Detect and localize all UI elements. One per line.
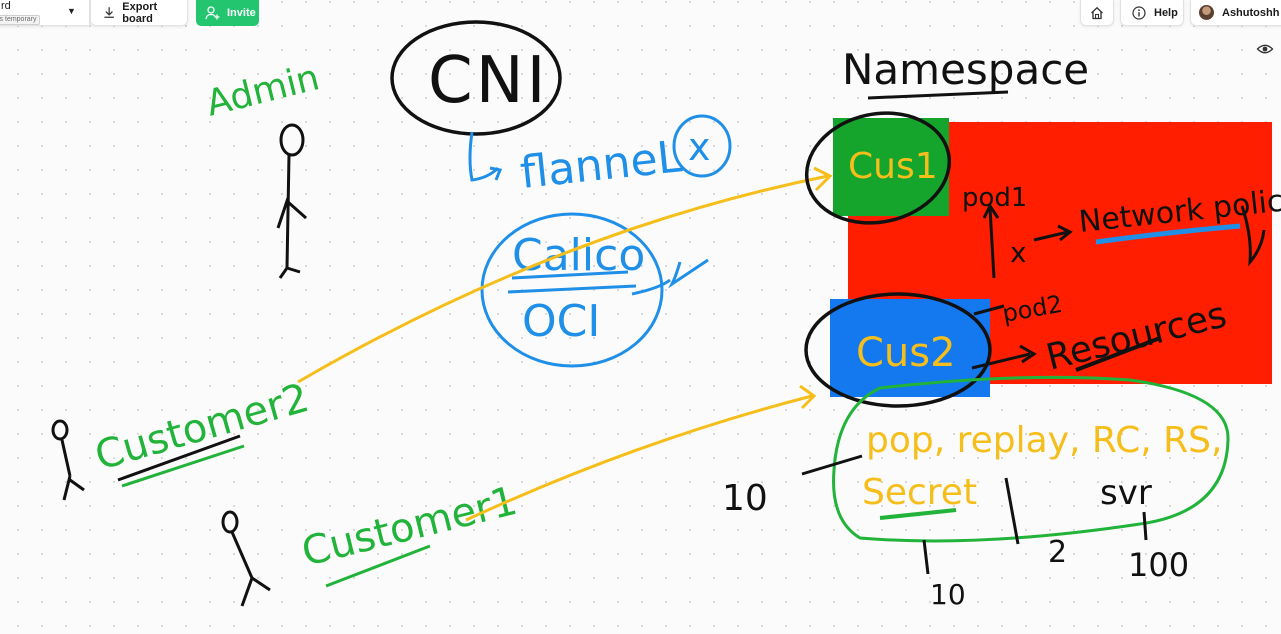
- export-board-button[interactable]: Export board: [90, 0, 188, 26]
- cus1-label[interactable]: Cus1: [848, 146, 938, 187]
- flannel-x-mark: x: [688, 125, 711, 169]
- flannel-label: flanneL: [518, 131, 685, 199]
- home-icon: [1091, 6, 1103, 19]
- cni-circle[interactable]: [390, 20, 562, 136]
- count-2-line: [1004, 477, 1020, 545]
- pod1-label: pod1: [962, 183, 1027, 213]
- customer1-to-cus2-arrow: [465, 384, 817, 522]
- cus2-label[interactable]: Cus2: [856, 330, 956, 376]
- avatar: [1199, 5, 1214, 20]
- workloads-blob[interactable]: [832, 375, 1230, 543]
- flannel-arrow: [468, 131, 503, 182]
- temporary-badge: is temporary: [0, 15, 40, 25]
- customer2-underline-black: [117, 434, 241, 482]
- admin-label: Admin: [202, 57, 323, 125]
- customer1-label: Customer1: [297, 478, 521, 576]
- customer2-underline-green: [121, 444, 245, 488]
- user-menu-button[interactable]: Ashutoshh Sin: [1190, 0, 1281, 26]
- chevron-down-icon[interactable]: ▼: [67, 6, 76, 16]
- board-title-menu[interactable]: rd is temporary ▼: [0, 0, 90, 26]
- oci-label: OCI: [522, 296, 600, 347]
- invite-label: Invite: [227, 7, 256, 19]
- x-to-policy-arrow: [1033, 224, 1073, 242]
- calico-oci-divider: [507, 284, 637, 294]
- cus1-circle: [804, 111, 952, 225]
- customer1-stick-figure: [221, 510, 271, 607]
- secret-label: Secret: [862, 472, 977, 513]
- eye-icon[interactable]: [1256, 42, 1274, 56]
- count-10-bottom: 10: [930, 578, 966, 611]
- pod-link-arrow: [982, 203, 1000, 279]
- customer2-label: Customer2: [90, 375, 314, 480]
- svr-label: svr: [1100, 473, 1152, 513]
- namespace-underline: [867, 90, 1009, 100]
- invite-button[interactable]: Invite: [196, 0, 259, 26]
- help-label: Help: [1154, 6, 1178, 19]
- cus2-to-resources-arrow: [971, 344, 1037, 370]
- download-icon: [104, 7, 114, 18]
- pod2-connector: [973, 304, 1005, 316]
- cus2-circle: [804, 292, 992, 408]
- network-policy-bracket: [1240, 205, 1266, 267]
- calico-oci-circle[interactable]: [480, 212, 664, 368]
- count-10-left: 10: [722, 478, 768, 519]
- user-name: Ashutoshh Sin: [1222, 6, 1281, 19]
- help-button[interactable]: Help: [1120, 0, 1184, 26]
- namespace-label: Namespace: [842, 45, 1089, 94]
- customer2-stick-figure: [51, 419, 85, 501]
- network-policy-underline: [1095, 223, 1241, 245]
- calico-check: [631, 258, 709, 296]
- cni-label: CNI: [428, 44, 548, 118]
- calico-underline: [511, 270, 629, 280]
- admin-stick-figure: [276, 123, 307, 279]
- customer2-to-cus1-arrow: [297, 166, 833, 384]
- info-icon: [1132, 5, 1146, 20]
- count-100-line: [1142, 511, 1148, 541]
- export-board-label: Export board: [122, 0, 158, 25]
- secret-underline: [879, 508, 957, 520]
- flannel-x-circle: [672, 114, 732, 178]
- count-2: 2: [1048, 535, 1067, 570]
- add-user-icon: [205, 6, 220, 20]
- board-title: rd: [1, 0, 11, 12]
- count-10-left-line: [801, 454, 863, 476]
- resources-underline: [1075, 336, 1161, 372]
- count-10-bottom-line: [922, 539, 930, 575]
- count-100: 100: [1128, 546, 1189, 584]
- customer1-underline: [325, 544, 431, 588]
- home-button[interactable]: [1080, 0, 1114, 26]
- workloads-label: pop, replay, RC, RS,: [866, 420, 1222, 461]
- pod-link-x: x: [1010, 236, 1027, 269]
